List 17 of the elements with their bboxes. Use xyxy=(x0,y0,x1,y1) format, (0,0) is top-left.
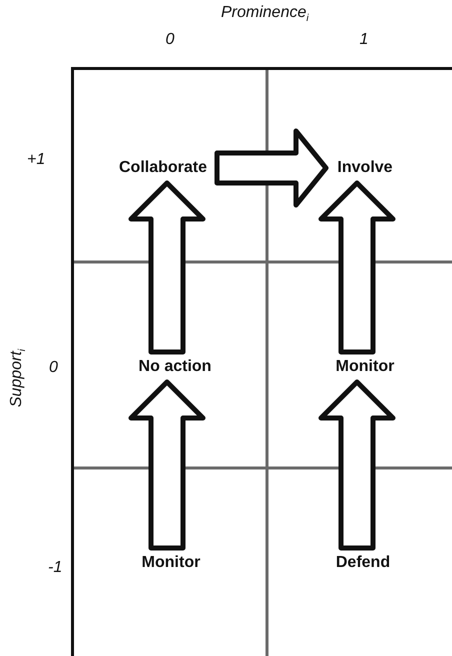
block-arrow xyxy=(128,380,206,550)
block-arrow xyxy=(318,380,396,550)
tick-label: +1 xyxy=(27,150,46,170)
quadrant-label: Involve xyxy=(330,157,400,179)
tick-label: 0 xyxy=(166,30,174,50)
block-arrow xyxy=(128,180,206,354)
tick-label: -1 xyxy=(48,558,62,578)
tick-label: 0 xyxy=(49,358,58,378)
block-arrow xyxy=(214,128,328,208)
quadrant-label: Monitor xyxy=(131,552,211,574)
quadrant-label: No action xyxy=(127,356,223,378)
block-arrow xyxy=(318,180,396,354)
axis-title: Prominence$_{i}$ xyxy=(221,3,309,26)
quadrant-label: Monitor xyxy=(325,356,405,378)
tick-label: 1 xyxy=(360,30,368,50)
quadrant-label: Collaborate xyxy=(113,157,213,179)
quadrant-label: Defend xyxy=(328,552,398,574)
